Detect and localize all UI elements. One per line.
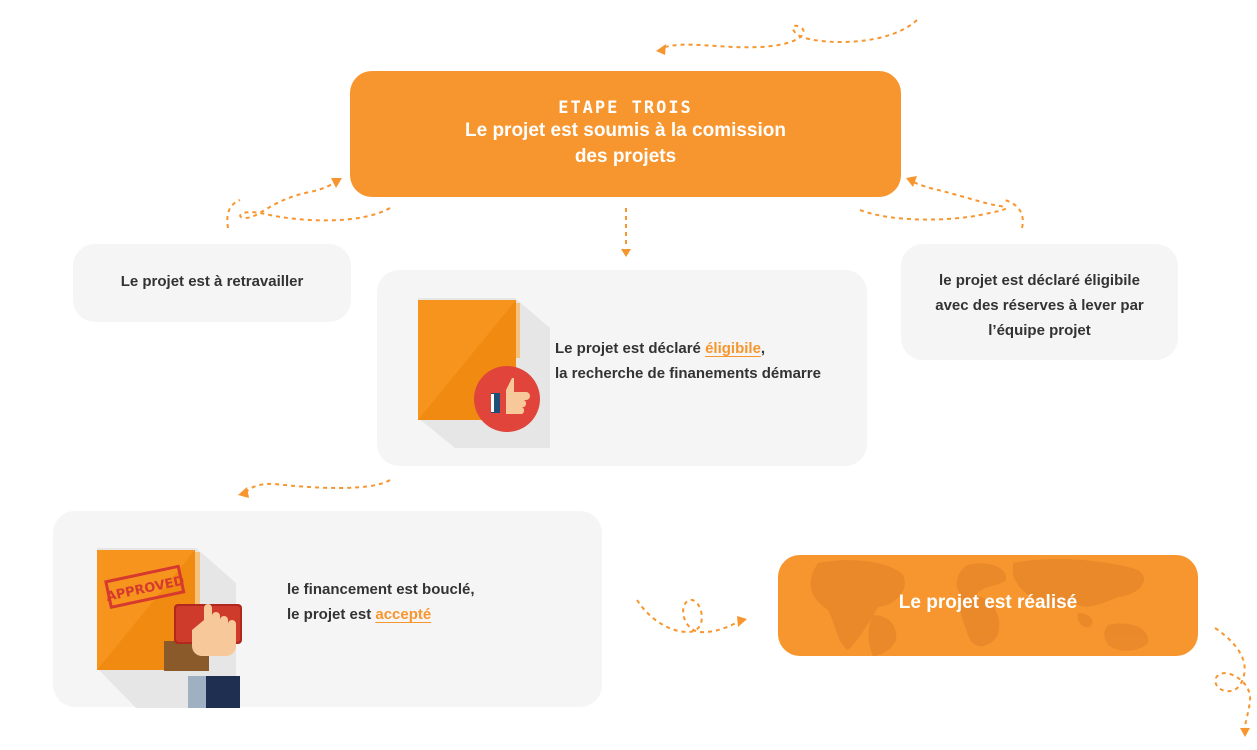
arrow-outgoing-head: [1240, 728, 1250, 737]
outcome-rework-box: Le projet est à retravailler: [73, 244, 351, 322]
outcome-eligible-line1-suffix: ,: [760, 340, 766, 357]
stage-title: Le projet est soumis à la comission des …: [350, 118, 901, 170]
eligible-link[interactable]: éligibile: [705, 340, 761, 357]
stage-title-line2: des projets: [574, 146, 677, 167]
outcome-eligible-line1-prefix: Le projet est déclaré: [555, 340, 706, 357]
final-outcome-text: Le projet est réalisé: [898, 592, 1078, 613]
arrow-to-bottom: [245, 479, 391, 493]
stage-box: ETAPE TROIS Le projet est soumis à la co…: [350, 71, 901, 197]
outcome-eligible-reserves-line3: l’équipe projet: [988, 322, 1091, 339]
arrow-top-incoming-head: [656, 44, 666, 55]
arrow-to-right-head: [906, 176, 917, 187]
arrow-outgoing: [1214, 627, 1252, 729]
folder-thumbs-up-icon: [418, 298, 550, 448]
outcome-eligible-box: Le projet est déclaré éligibile, la rech…: [377, 270, 867, 466]
arrow-top-incoming: [661, 19, 918, 49]
outcome-eligible-reserves-line1: le projet est déclaré éligibile: [939, 272, 1140, 289]
outcome-accepted-box: APPROVED le financement est bouclé, le p…: [53, 511, 602, 708]
outcome-eligible-text: Le projet est déclaré éligibile, la rech…: [555, 336, 821, 386]
outcome-accepted-line1: le financement est bouclé,: [287, 581, 475, 598]
arrow-to-right: [859, 180, 1007, 221]
outcome-eligible-line1: Le projet est déclaré éligibile,: [555, 336, 821, 361]
outcome-accepted-line2: le projet est accepté: [287, 602, 475, 627]
stage-label: ETAPE TROIS: [558, 98, 693, 118]
outcome-eligible-reserves-text: le projet est déclaré éligibile avec des…: [901, 268, 1178, 343]
accepted-link[interactable]: accepté: [375, 606, 432, 623]
stage-title-line1: Le projet est soumis à la comission: [465, 120, 786, 141]
final-outcome-box: Le projet est réalisé: [778, 555, 1198, 656]
outcome-eligible-reserves-line2: avec des réserves à lever par: [935, 297, 1144, 314]
outcome-accepted-text: le financement est bouclé, le projet est…: [287, 577, 475, 627]
arrow-to-bottom-head: [238, 487, 249, 498]
arrow-to-middle-head: [621, 249, 631, 257]
folder-approved-stamp-icon: APPROVED: [97, 548, 242, 708]
outcome-eligible-reserves-box: le projet est déclaré éligibile avec des…: [901, 244, 1178, 360]
outcome-rework-text: Le projet est à retravailler: [120, 273, 304, 290]
outcome-accepted-line2-prefix: le projet est: [287, 606, 376, 623]
arrow-to-final: [636, 599, 739, 634]
outcome-eligible-line2: la recherche de finanements démarre: [555, 365, 821, 382]
world-map-icon: [810, 559, 1149, 656]
arrow-to-left-head: [331, 178, 342, 188]
arrow-to-final-head: [737, 616, 747, 627]
